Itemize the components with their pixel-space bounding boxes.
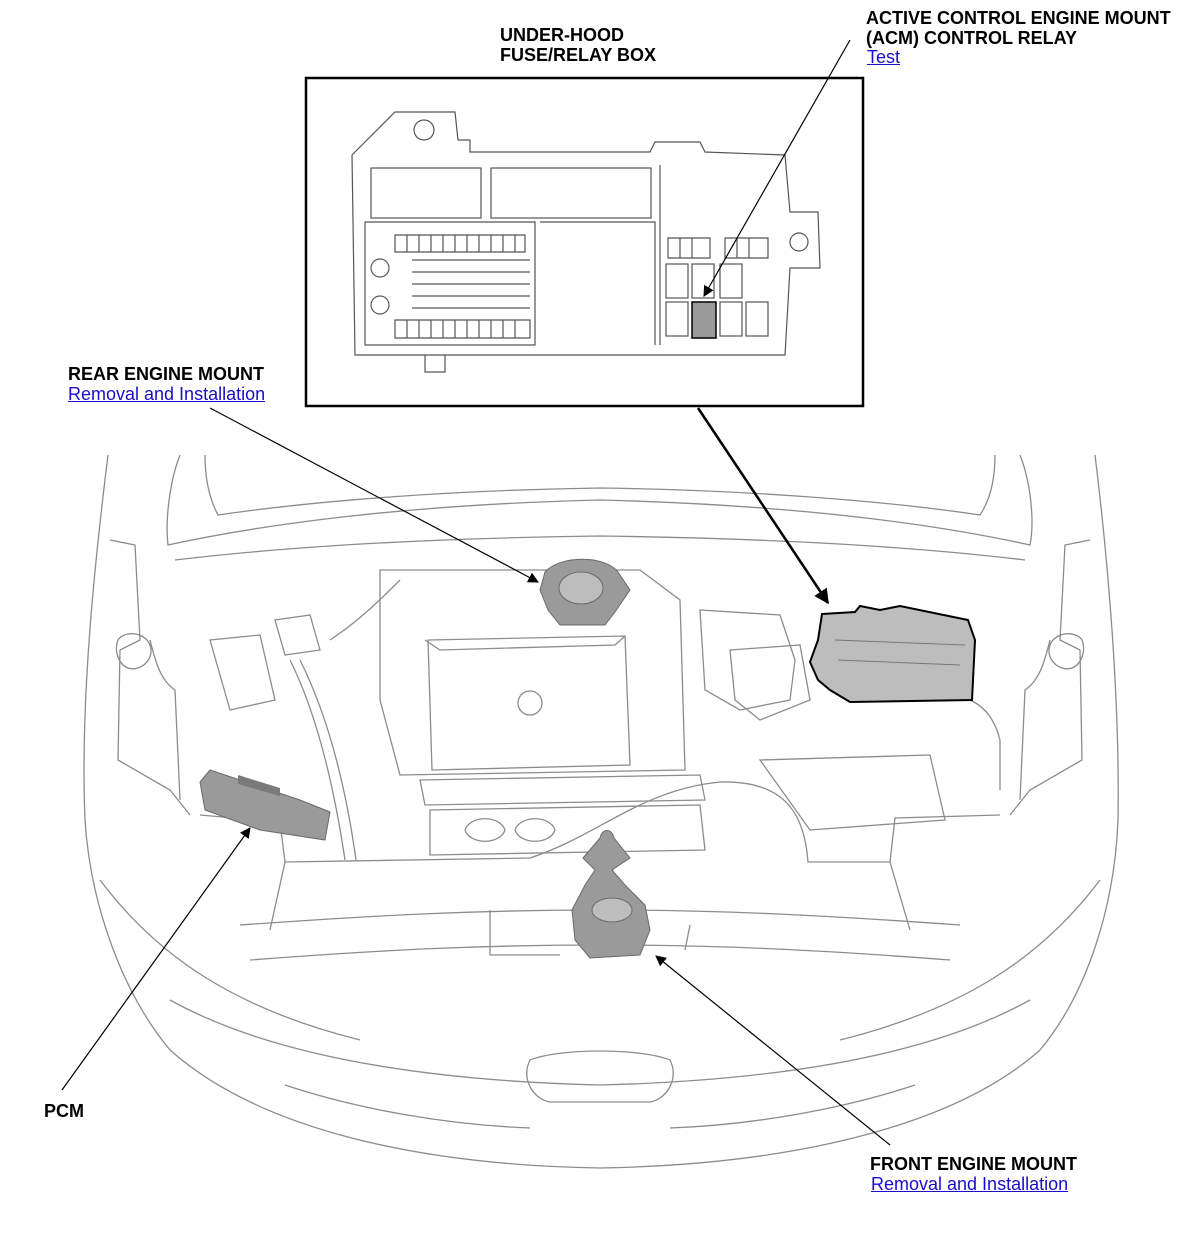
rear-mount-leader bbox=[209, 407, 539, 583]
leader-lines bbox=[61, 39, 891, 1146]
front-mount-title: FRONT ENGINE MOUNT bbox=[870, 1154, 1077, 1174]
fuse-box-inset-frame bbox=[304, 76, 865, 408]
rear-mount-removal-link[interactable]: Removal and Installation bbox=[68, 384, 266, 404]
front-mount-removal-link[interactable]: Removal and Installation bbox=[871, 1174, 1069, 1194]
rear-engine-mount-icon bbox=[539, 558, 631, 626]
relay-highlight-icon bbox=[691, 301, 717, 339]
fuse-relay-box-icon bbox=[351, 111, 821, 373]
pcm-title: PCM bbox=[44, 1101, 84, 1121]
acm-relay-leader bbox=[703, 39, 851, 297]
acm-relay-title: ACTIVE CONTROL ENGINE MOUNT (ACM) CONTRO… bbox=[866, 8, 1171, 48]
front-mount-leader bbox=[655, 955, 891, 1146]
pcm-leader bbox=[61, 827, 251, 1091]
front-engine-mount-icon bbox=[571, 830, 651, 959]
fuse-box-leader bbox=[696, 407, 830, 605]
fuse-box-on-car bbox=[808, 604, 977, 704]
rear-mount-title: REAR ENGINE MOUNT bbox=[68, 364, 265, 384]
fuse-box-title: UNDER-HOOD FUSE/RELAY BOX bbox=[500, 25, 657, 65]
acm-relay-test-link[interactable]: Test bbox=[867, 47, 901, 67]
pcm-module-icon bbox=[199, 769, 331, 841]
